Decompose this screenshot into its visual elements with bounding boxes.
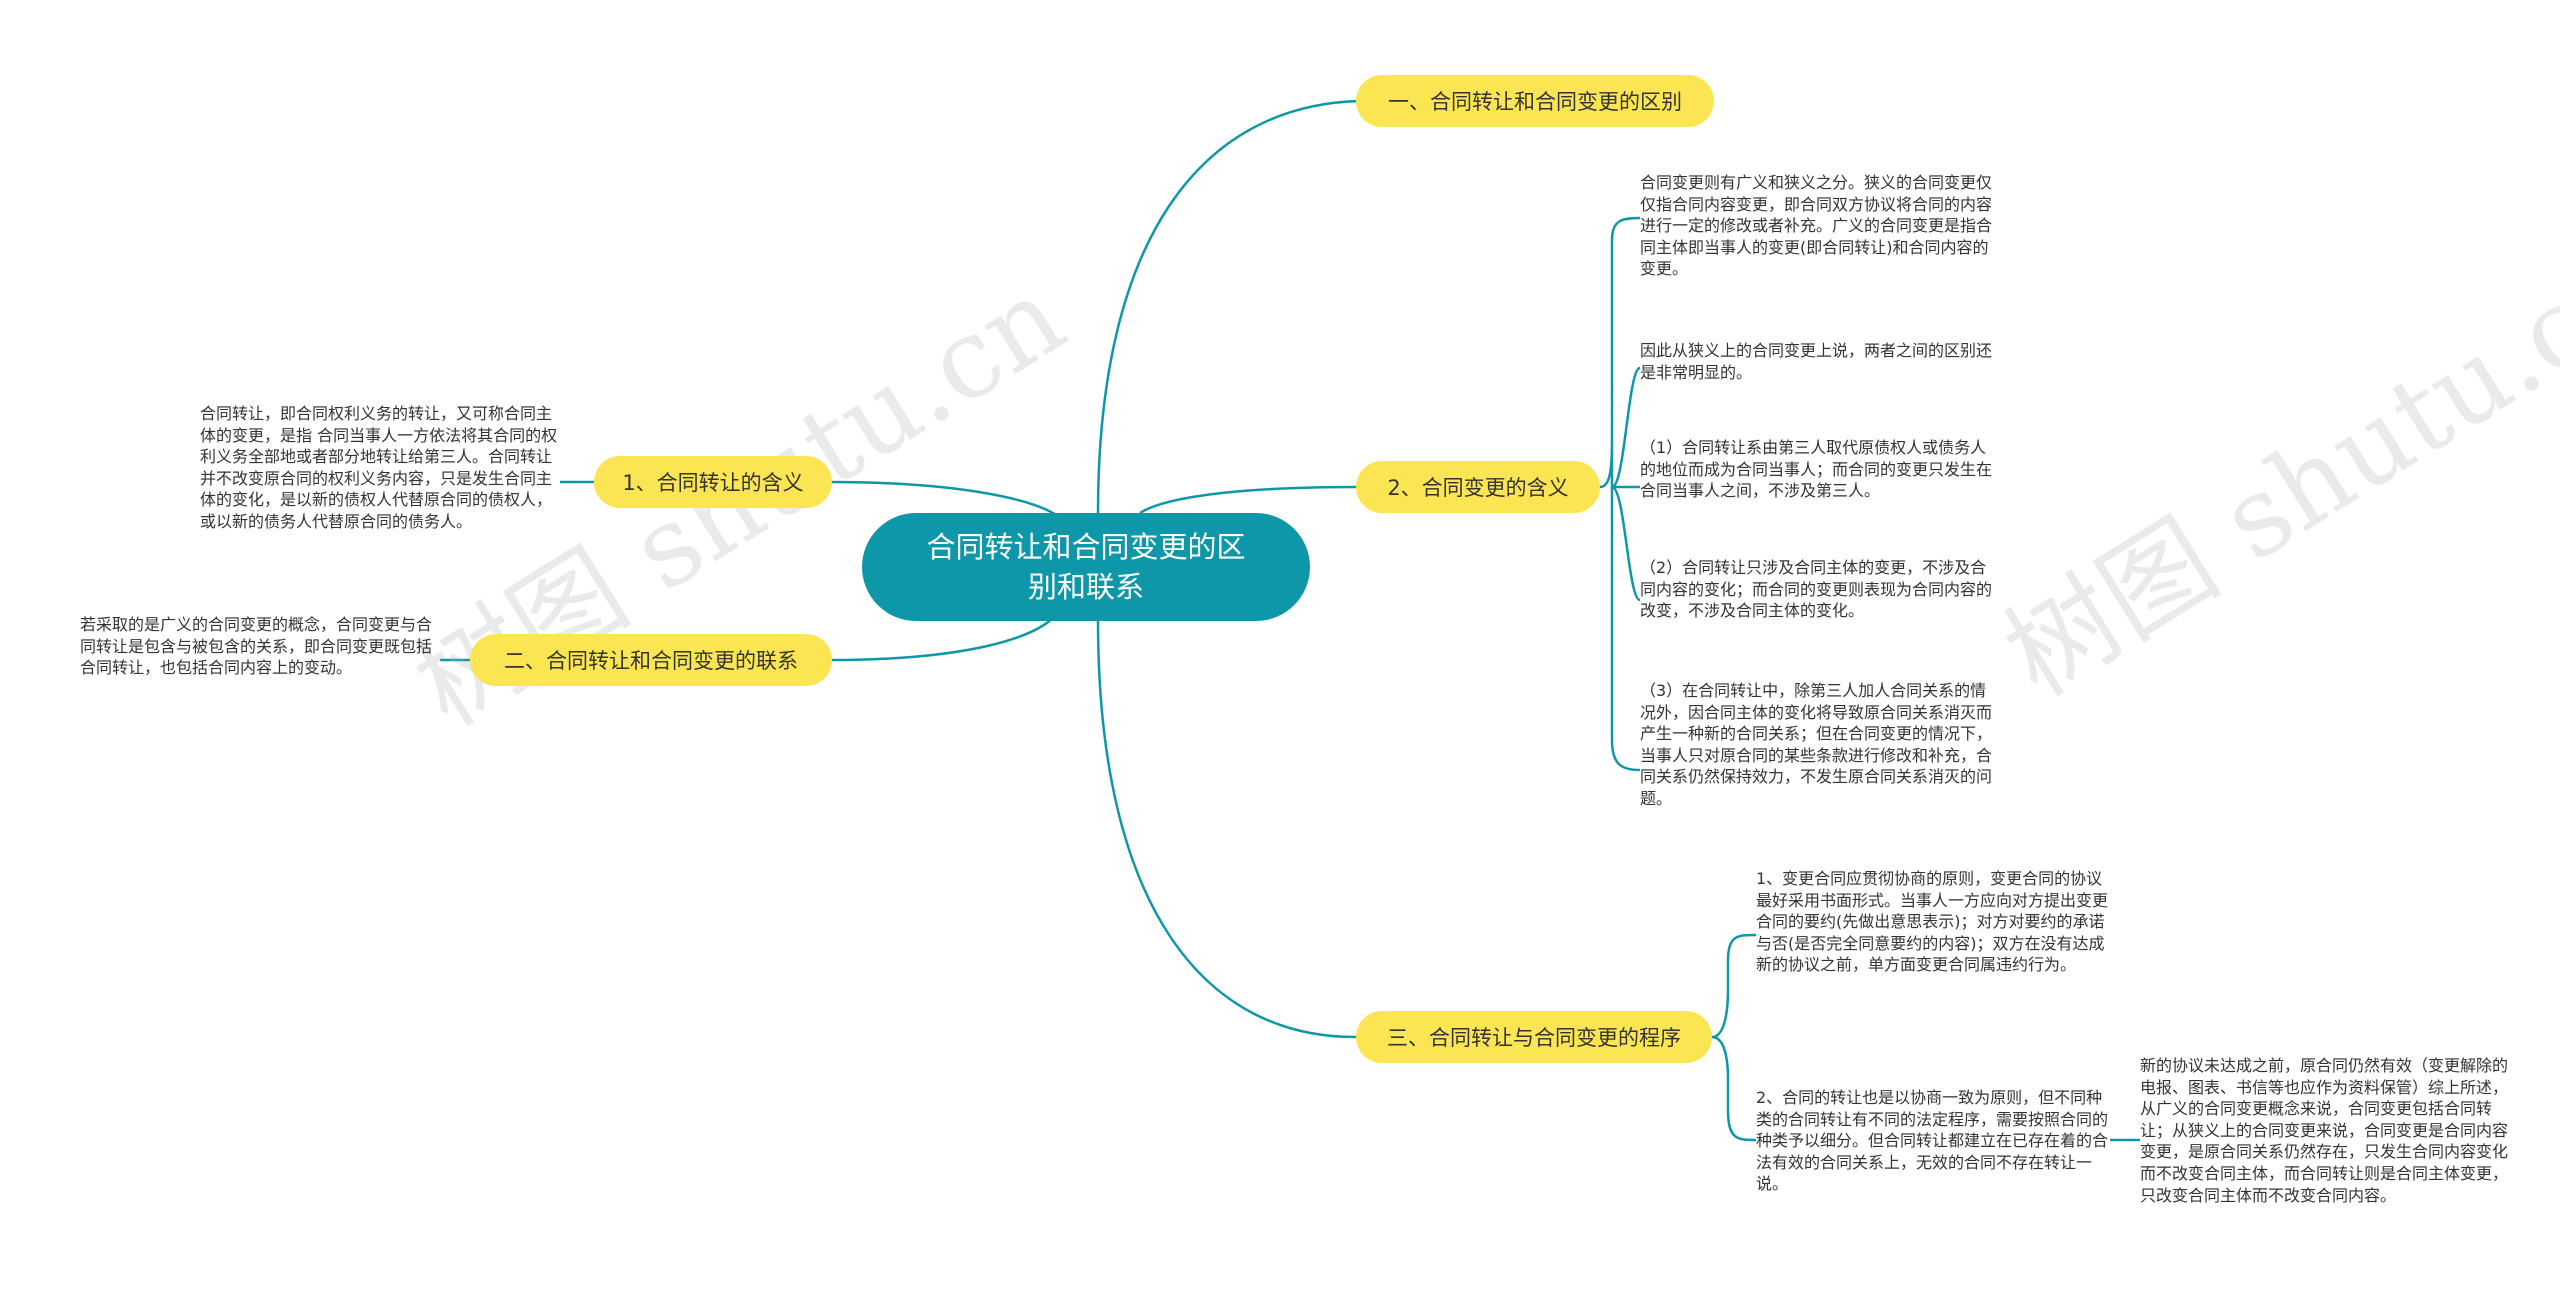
link-center-b3 (1096, 620, 1361, 1039)
link-center-b2 (1139, 485, 1361, 515)
branch-connection[interactable]: 二、合同转让和合同变更的联系 (470, 634, 832, 686)
leaf-point-2: （2）合同转让只涉及合同主体的变更，不涉及合同内容的变化；而合同的变更则表现为合… (1640, 558, 1993, 621)
leaf-procedure-2: 2、合同的转让也是以协商一致为原则，但不同种类的合同转让有不同的法定程序，需要按… (1756, 1088, 2109, 1194)
leaf-point-1: （1）合同转让系由第三人取代原债权人或债务人的地位而成为合同当事人；而合同的变更… (1640, 438, 1993, 501)
leaf-procedure-2-note: 新的协议未达成之前，原合同仍然有效（变更解除的电报、图表、书信等也应作为资料保管… (2140, 1056, 2509, 1205)
link-center-b4 (829, 480, 1061, 519)
link-b2-bracket (1599, 216, 1642, 772)
leaf-transfer-definition: 合同转让，即合同权利义务的转让，又可称合同主体的变更，是指 合同当事人一方依法将… (200, 404, 558, 531)
leaf-change-broad-narrow: 合同变更则有广义和狭义之分。狭义的合同变更仅仅指合同内容变更，即合同双方协议将合… (1640, 173, 1993, 279)
leaf-connection-definition: 若采取的是广义的合同变更的概念，合同变更与合同转让是包含与被包含的关系，即合同变… (80, 615, 433, 678)
branch-procedure[interactable]: 三、合同转让与合同变更的程序 (1356, 1011, 1712, 1063)
leaf-point-3: （3）在合同转让中，除第三人加人合同关系的情况外，因合同主体的变化将导致原合同关… (1640, 681, 1993, 808)
link-center-b1 (1096, 99, 1361, 514)
leaf-narrow-difference: 因此从狭义上的合同变更上说，两者之间的区别还是非常明显的。 (1640, 341, 1993, 382)
branch-change-meaning[interactable]: 2、合同变更的含义 (1356, 461, 1600, 513)
branch-transfer-meaning[interactable]: 1、合同转让的含义 (594, 456, 832, 508)
branch-differences[interactable]: 一、合同转让和合同变更的区别 (1356, 75, 1714, 127)
link-b3-bracket (1711, 933, 1757, 1142)
leaf-procedure-1: 1、变更合同应贯彻协商的原则，变更合同的协议最好采用书面形式。当事人一方应向对方… (1756, 869, 2109, 975)
central-topic[interactable]: 合同转让和合同变更的区别和联系 (862, 513, 1310, 621)
